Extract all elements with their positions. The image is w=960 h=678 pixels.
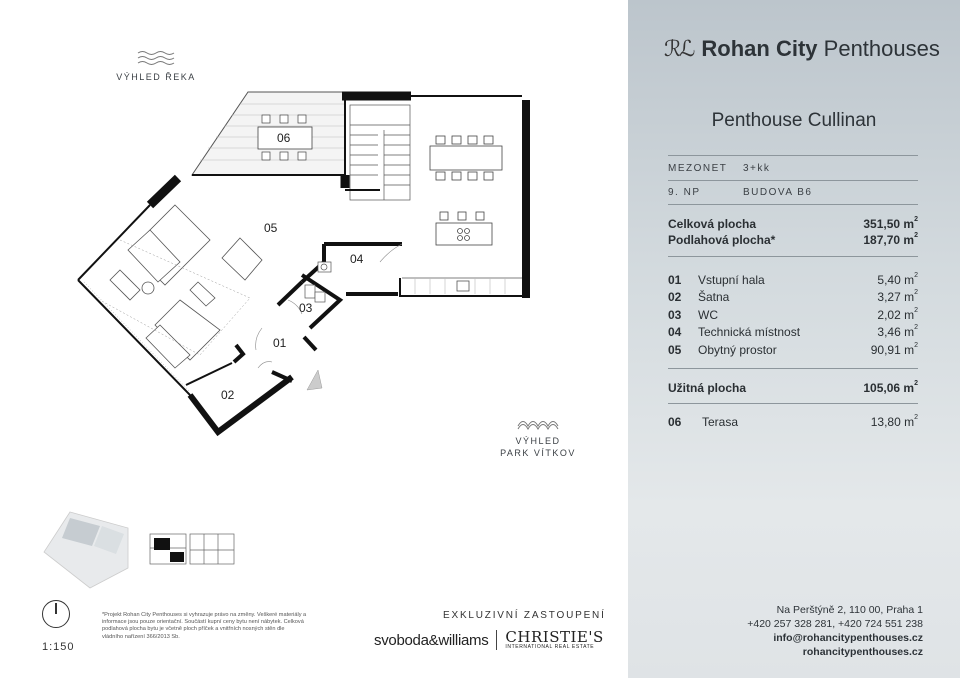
usable-area-label: Užitná plocha — [668, 381, 747, 395]
unit-info-table: MEZONET 3+kk 9. NP BUDOVA B6 — [668, 155, 918, 205]
entrance-arrow — [306, 369, 323, 391]
brand-name-bold: Rohan City — [701, 36, 818, 61]
contact-address: Na Perštýně 2, 110 00, Praha 1 — [776, 604, 923, 616]
plan-label-02: 02 — [221, 388, 235, 402]
floor-area-row: Podlahová plocha* 187,70 m2 — [668, 232, 918, 248]
christies-logo: CHRISTIE'S INTERNATIONAL REAL ESTATE — [505, 628, 604, 651]
park-view-line2: PARK VÍTKOV — [500, 448, 576, 458]
contact-block: Na Perštýně 2, 110 00, Praha 1 +420 257 … — [747, 603, 923, 659]
unit-type-label: MEZONET — [668, 162, 728, 174]
living-furniture — [109, 204, 263, 369]
brand-monogram-icon: ℛℒ — [664, 36, 695, 62]
building-key-plan — [43, 511, 129, 589]
park-view-line1: VÝHLED — [515, 436, 561, 446]
room-row: 03 WC 2,02 m2 — [668, 306, 918, 324]
room-list: 01 Vstupní hala 5,40 m2 02 Šatna 3,27 m2… — [668, 271, 918, 359]
dining-table — [429, 135, 503, 181]
usable-area: Užitná plocha 105,06 m2 — [668, 380, 918, 396]
river-view-wave-icon — [137, 50, 175, 71]
room-number: 03 — [668, 307, 682, 322]
brand-name: Rohan City Penthouses — [701, 36, 939, 62]
total-area-row: Celková plocha 351,50 m2 — [668, 216, 918, 232]
plan-label-03: 03 — [299, 301, 313, 315]
fixtures — [304, 261, 332, 303]
room-area: 2,02 m2 — [877, 306, 918, 322]
floor-plan — [77, 91, 530, 437]
total-area-value: 351,50 m2 — [863, 216, 918, 231]
christies-name: CHRISTIE'S — [505, 628, 604, 646]
room-number: 04 — [668, 325, 682, 340]
room-name: Obytný prostor — [698, 342, 777, 357]
divider-2 — [668, 368, 918, 369]
kitchen-island — [435, 211, 493, 246]
door-swings — [255, 243, 403, 369]
divider-3 — [668, 403, 918, 404]
unit-type-value: 3+kk — [743, 162, 771, 174]
brand: ℛℒ Rohan City Penthouses — [664, 36, 940, 62]
contact-website[interactable]: rohancitypenthouses.cz — [802, 646, 923, 658]
brand-name-rest: Penthouses — [823, 36, 940, 61]
room-area: 3,46 m2 — [877, 324, 918, 340]
room-row: 02 Šatna 3,27 m2 — [668, 289, 918, 307]
christies-subtitle: INTERNATIONAL REAL ESTATE — [505, 644, 595, 650]
room-number: 01 — [668, 272, 682, 287]
plan-label-05: 05 — [264, 221, 278, 235]
agency-logos: svoboda&williams CHRISTIE'S INTERNATIONA… — [374, 630, 604, 650]
river-view-label: VÝHLED ŘEKA — [116, 72, 196, 82]
staircase — [349, 104, 411, 201]
north-arrow-icon — [42, 600, 70, 628]
contact-phones: +420 257 328 281, +420 724 551 238 — [747, 618, 923, 630]
terrace-area-value: 13,80 m2 — [870, 413, 918, 429]
room-area: 3,27 m2 — [877, 289, 918, 305]
plan-label-06: 06 — [277, 131, 291, 145]
usable-area-row: Užitná plocha 105,06 m2 — [668, 380, 918, 396]
terrace-row: 06 Terasa 13,80 m2 — [668, 413, 918, 431]
room-row: 01 Vstupní hala 5,40 m2 — [668, 271, 918, 289]
park-view-tree-icon — [516, 414, 560, 435]
disclaimer-footnote: *Projekt Rohan City Penthouses si vyhraz… — [102, 612, 307, 640]
unit-building: BUDOVA B6 — [743, 187, 813, 198]
unit-type-row: MEZONET 3+kk — [668, 155, 918, 180]
plan-label-01: 01 — [273, 336, 287, 350]
divider-1 — [668, 256, 918, 257]
room-area: 5,40 m2 — [877, 271, 918, 287]
room-area: 90,91 m2 — [870, 341, 918, 357]
floor-key-plan — [149, 533, 235, 565]
room-number: 05 — [668, 342, 682, 357]
unit-floor-row: 9. NP BUDOVA B6 — [668, 180, 918, 205]
exclusive-representation-heading: EXKLUZIVNÍ ZASTOUPENÍ — [443, 610, 606, 621]
svoboda-williams-logo: svoboda&williams — [374, 631, 489, 649]
unit-title: Penthouse Cullinan — [711, 110, 877, 131]
terrace-area-info: 06 Terasa 13,80 m2 — [668, 413, 918, 431]
terrace-name: Terasa — [702, 414, 739, 429]
logo-separator — [496, 630, 498, 650]
park-view-label: VÝHLED PARK VÍTKOV — [496, 435, 580, 459]
terrace-number: 06 — [668, 414, 682, 429]
total-areas: Celková plocha 351,50 m2 Podlahová ploch… — [668, 216, 918, 248]
room-name: Šatna — [698, 290, 730, 305]
walls — [77, 91, 530, 437]
contact-email[interactable]: info@rohancitypenthouses.cz — [773, 632, 923, 644]
kitchen-counter — [402, 277, 522, 294]
scale-label: 1:150 — [42, 641, 75, 653]
rug — [99, 239, 251, 356]
terrace-area — [191, 91, 346, 176]
plan-label-04: 04 — [350, 252, 364, 266]
info-panel: ℛℒ Rohan City Penthouses Penthouse Culli… — [628, 0, 960, 678]
floor-area-label: Podlahová plocha* — [668, 233, 776, 247]
floor-area-value: 187,70 m2 — [863, 232, 918, 247]
room-name: Technická místnost — [698, 325, 801, 340]
unit-floor-label: 9. NP — [668, 187, 701, 198]
room-row: 05 Obytný prostor 90,91 m2 — [668, 341, 918, 359]
room-name: WC — [698, 307, 718, 322]
room-number: 02 — [668, 290, 682, 305]
room-name: Vstupní hala — [698, 272, 765, 287]
room-row: 04 Technická místnost 3,46 m2 — [668, 324, 918, 342]
total-area-label: Celková plocha — [668, 217, 757, 231]
terrace-table — [257, 126, 313, 150]
usable-area-value: 105,06 m2 — [863, 380, 918, 395]
